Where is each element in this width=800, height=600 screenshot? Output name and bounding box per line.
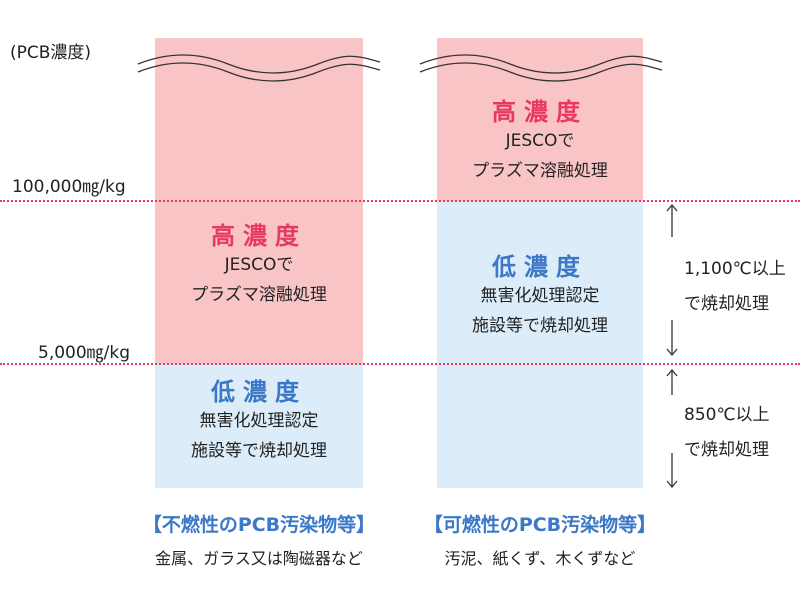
- left-low-line-2: 施設等で焼却処理: [191, 441, 327, 461]
- right-high-title: 高濃度: [492, 98, 588, 126]
- right-low-concentration-block: 低濃度 無害化処理認定 施設等で焼却処理: [437, 201, 643, 488]
- temperature-note-850: 850℃以上 で焼却処理: [684, 398, 770, 468]
- temperature-850-line-1: 850℃以上: [684, 405, 770, 425]
- threshold-low-label: 5,000㎎/kg: [38, 343, 131, 363]
- right-low-line-2: 施設等で焼却処理: [472, 316, 608, 336]
- temperature-arrows: [666, 203, 678, 489]
- threshold-high-label: 100,000㎎/kg: [12, 177, 126, 197]
- left-high-line-1: JESCOで: [224, 255, 294, 275]
- axis-title: (PCB濃度): [10, 43, 92, 63]
- right-low-title: 低濃度: [492, 253, 588, 281]
- temperature-1100-line-2: で焼却処理: [684, 294, 769, 314]
- left-low-line-1: 無害化処理認定: [199, 411, 319, 431]
- temperature-850-line-2: で焼却処理: [684, 440, 769, 460]
- threshold-high-line: [0, 200, 800, 202]
- right-low-line-1: 無害化処理認定: [480, 286, 600, 306]
- right-break-icon: [419, 54, 663, 82]
- right-category-title: 【可燃性のPCB汚染物等】: [423, 514, 657, 536]
- axis-break-marks: [137, 54, 663, 82]
- left-break-icon: [137, 54, 381, 82]
- left-category-examples: 金属、ガラス又は陶磁器など: [155, 549, 363, 568]
- right-high-line-2: プラズマ溶融処理: [472, 161, 608, 181]
- left-category-title: 【不燃性のPCB汚染物等】: [142, 514, 376, 536]
- left-low-concentration-block: 低濃度 無害化処理認定 施設等で焼却処理: [155, 364, 363, 488]
- threshold-low-line: [0, 363, 800, 365]
- left-low-title: 低濃度: [211, 378, 307, 406]
- arrow-up-icon: [666, 203, 678, 237]
- arrow-down-icon: [666, 453, 678, 489]
- arrow-down-icon: [666, 320, 678, 357]
- arrow-up-icon: [666, 368, 678, 395]
- temperature-1100-line-1: 1,100℃以上: [684, 259, 786, 279]
- right-high-line-1: JESCOで: [505, 131, 575, 151]
- right-category-examples: 汚泥、紙くず、木くずなど: [444, 549, 636, 568]
- right-high-concentration-block: 高濃度 JESCOで プラズマ溶融処理: [437, 38, 643, 201]
- left-high-line-2: プラズマ溶融処理: [191, 285, 327, 305]
- temperature-note-1100: 1,100℃以上 で焼却処理: [684, 252, 786, 322]
- left-high-title: 高濃度: [211, 222, 307, 250]
